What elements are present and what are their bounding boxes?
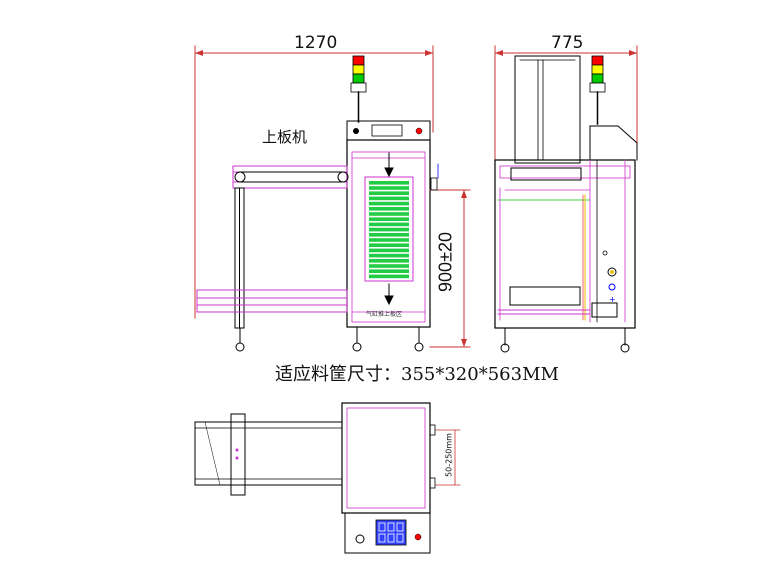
cabinet-top-view xyxy=(341,402,431,514)
keypad-key xyxy=(387,533,395,543)
conveyor-frame xyxy=(196,165,348,329)
keypad-icon xyxy=(375,519,407,546)
front-view xyxy=(194,45,471,352)
power-switch-icon xyxy=(355,534,365,544)
rack-slot xyxy=(369,196,409,201)
keypad-key xyxy=(396,522,404,532)
rack-slots xyxy=(369,181,409,279)
rack-slot xyxy=(369,227,409,232)
width-front-label: 1270 xyxy=(294,33,338,53)
keypad-key xyxy=(378,522,386,532)
rack-slot xyxy=(369,274,409,279)
svg-text:+: + xyxy=(609,295,616,304)
rack-slot xyxy=(369,243,409,247)
magazine-size-caption: 适应料筐尺寸：355*320*563MM xyxy=(275,364,559,385)
tri-color-light-icon xyxy=(350,55,367,123)
keypad-key xyxy=(378,533,386,543)
rack-slot xyxy=(369,181,409,185)
dimension-height xyxy=(429,189,471,348)
caster-wheel-icon xyxy=(235,326,424,352)
rack-slot xyxy=(369,191,409,195)
rack-slot xyxy=(369,264,409,268)
dimension-width-range xyxy=(435,429,461,486)
rack-slot xyxy=(369,217,409,221)
rack-slot xyxy=(369,248,409,253)
rack-slot xyxy=(369,259,409,263)
dimension-width-front xyxy=(194,45,434,319)
rack-slot xyxy=(369,233,409,237)
rack-slot xyxy=(369,238,409,242)
belt-roller-icon xyxy=(234,171,349,183)
dimension-width-side xyxy=(494,45,638,161)
rack-slot xyxy=(369,201,409,206)
magazine-top xyxy=(514,55,581,164)
cabinet-body xyxy=(346,139,431,328)
control-panel xyxy=(344,512,431,554)
push-area-label: 气缸推上板区 xyxy=(366,311,403,318)
rack-slot xyxy=(369,212,409,216)
rack-slot xyxy=(369,186,409,190)
height-label: 900±20 xyxy=(435,232,456,292)
rack-slot xyxy=(369,269,409,273)
rack-slot xyxy=(369,207,409,211)
top-view xyxy=(194,402,461,554)
conveyor-top xyxy=(194,421,343,486)
emergency-stop-icon xyxy=(414,533,422,541)
stop-button xyxy=(415,127,423,135)
side-view: + xyxy=(494,45,638,353)
width-range-label: 50-250mm xyxy=(444,433,454,477)
side-frame xyxy=(494,159,636,329)
top-knob xyxy=(353,128,359,134)
keypad-key xyxy=(396,533,404,543)
caster-wheel-icon xyxy=(500,327,630,353)
tri-color-light-icon xyxy=(589,55,606,125)
rack-slot xyxy=(369,222,409,227)
keypad-key xyxy=(387,522,395,532)
machine-name-label: 上板机 xyxy=(262,128,308,146)
arrow-down-icon xyxy=(384,152,394,306)
width-side-label: 775 xyxy=(551,33,584,53)
rack-slot xyxy=(369,253,409,258)
